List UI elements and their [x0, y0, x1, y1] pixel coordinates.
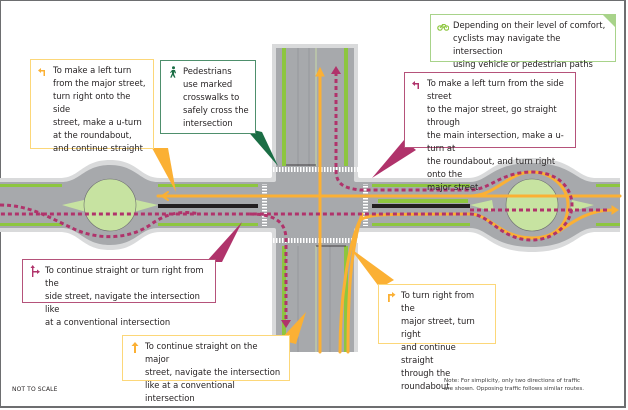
- callout-cyclists: Depending on their level of comfort, cyc…: [430, 14, 616, 69]
- pointer-left-turn-major: [152, 148, 176, 192]
- magenta-arrowhead-south: [281, 320, 291, 328]
- side-street-lanes: [0, 184, 620, 226]
- right-turn-arrow-icon: [388, 292, 396, 302]
- pointer-left-turn-side: [372, 140, 416, 178]
- footnote: Note: For simplicity, only two direction…: [444, 378, 585, 392]
- roundabout-east-island: [505, 178, 559, 232]
- left-turn-arrow-icon: [412, 81, 419, 89]
- callout-text: To make a left turn from the side street…: [427, 78, 564, 192]
- callout-pedestrians: Pedestrians use marked crosswalks to saf…: [160, 60, 256, 134]
- pointer-straight-right-side: [206, 222, 242, 262]
- callout-right-turn-major: To turn right from the major street, tur…: [378, 284, 496, 391]
- callout-text: Depending on their level of comfort, cyc…: [453, 20, 606, 69]
- left-turn-arrow-icon: [38, 68, 45, 76]
- pointer-right-turn-major: [350, 248, 394, 288]
- magenta-route-side-right: [249, 212, 288, 322]
- callout-left-turn-major: To make a left turn from the major stree…: [30, 59, 154, 153]
- straight-right-arrow-icon: [30, 265, 40, 277]
- magenta-route-west-loop: [0, 203, 201, 239]
- side-street: [0, 44, 620, 352]
- callout-text: Pedestrians use marked crosswalks to saf…: [183, 66, 249, 128]
- callout-straight-right-side: To continue straight or turn right from …: [22, 259, 216, 327]
- pedestrian-icon: [170, 66, 176, 78]
- roundabout-west-island: [83, 178, 137, 232]
- straight-arrow-icon: [131, 342, 139, 353]
- callout-text: To continue straight on the major street…: [145, 341, 281, 403]
- yellow-route-right: [346, 212, 364, 354]
- not-to-scale-label: NOT TO SCALE: [12, 386, 58, 393]
- callout-text: To make a left turn from the major stree…: [53, 65, 146, 153]
- callout-text: To turn right from the major street, tur…: [401, 290, 475, 391]
- callout-straight-major: To continue straight on the major street…: [122, 335, 290, 403]
- pointer-pedestrians: [245, 128, 278, 166]
- magenta-routes: [0, 72, 608, 322]
- callout-left-turn-side: To make a left turn from the side street…: [404, 72, 576, 192]
- bicycle-icon: [437, 24, 449, 31]
- magenta-arrowhead-north: [331, 66, 341, 74]
- callout-corner-fold: [603, 15, 615, 27]
- callout-text: To continue straight or turn right from …: [45, 265, 204, 327]
